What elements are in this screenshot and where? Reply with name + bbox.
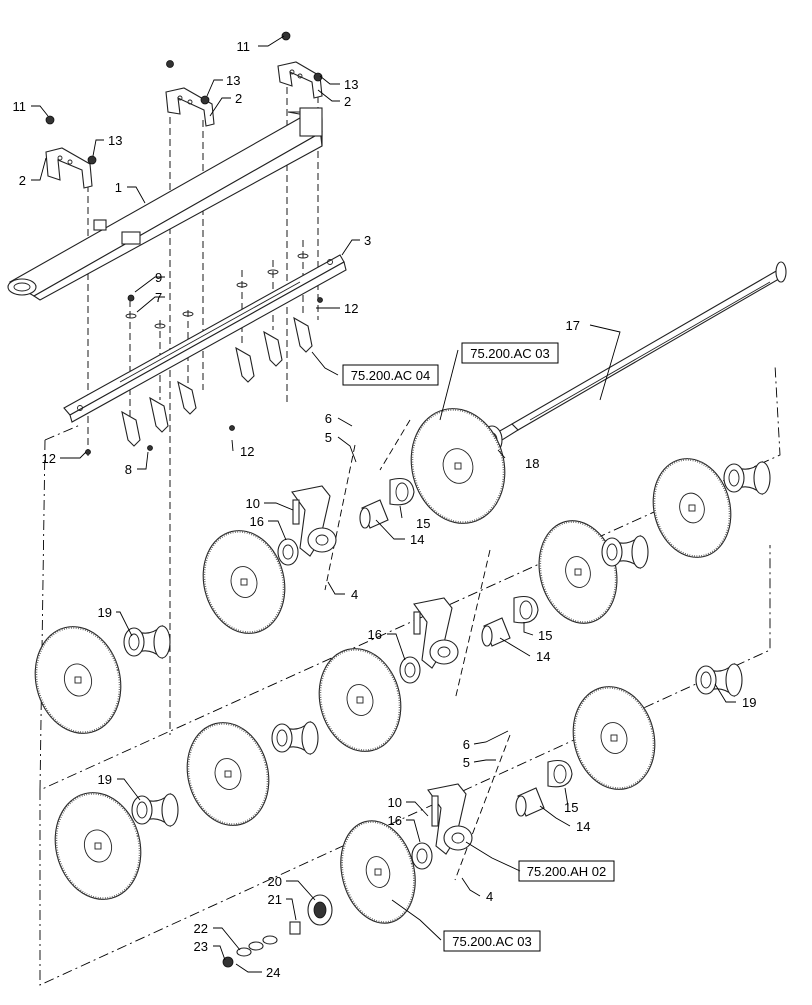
callout-21: 21 [268, 892, 282, 907]
spool [695, 662, 743, 698]
spool [723, 460, 771, 496]
u-bolt-bracket-left [45, 147, 93, 189]
spools [123, 460, 771, 828]
ref-ac03b-label: 75.200.AC 03 [452, 934, 532, 949]
toolbar-beam [7, 107, 323, 301]
callout-4a: 4 [351, 587, 358, 602]
callout-2c: 2 [344, 94, 351, 109]
disc-blades [34, 408, 732, 924]
callout-5a: 5 [325, 430, 332, 445]
callout-1: 1 [115, 180, 122, 195]
ref-ac03a-label: 75.200.AC 03 [470, 346, 550, 361]
callout-2a: 2 [19, 173, 26, 188]
callout-19b: 19 [742, 695, 756, 710]
callout-19a: 19 [98, 605, 112, 620]
u-bolt-bracket-right [277, 61, 323, 99]
scraper-arms [121, 316, 313, 447]
disc-blade [538, 520, 618, 624]
callout-13a: 13 [108, 133, 122, 148]
callout-5b: 5 [463, 755, 470, 770]
callout-12c: 12 [42, 451, 56, 466]
disc-blade [410, 408, 506, 524]
callout-24: 24 [266, 965, 280, 980]
callout-9: 9 [155, 270, 162, 285]
callout-10b: 10 [388, 795, 402, 810]
callout-2b: 2 [235, 91, 242, 106]
callout-16a: 16 [250, 514, 264, 529]
callout-labels: 11 11 13 13 13 2 2 2 1 3 9 7 12 12 12 8 … [13, 39, 757, 980]
ref-box-ac04: 75.200.AC 04 [342, 364, 439, 386]
bearing-hanger-3 [427, 783, 473, 855]
callout-18: 18 [525, 456, 539, 471]
leader-lines [31, 35, 736, 973]
axle-shaft [497, 261, 787, 441]
nuts [45, 31, 323, 165]
bearing-hanger-1 [291, 485, 337, 557]
callout-14a: 14 [410, 532, 424, 547]
spool [271, 720, 319, 756]
callout-11a: 11 [237, 39, 251, 54]
callout-20: 20 [268, 874, 282, 889]
bearing-hanger-2 [413, 597, 459, 669]
disc-blade [652, 458, 732, 558]
spool [123, 624, 171, 660]
spool [131, 792, 179, 828]
ref-ac04-label: 75.200.AC 04 [351, 368, 431, 383]
disc-blade [186, 722, 270, 826]
callout-23: 23 [194, 939, 208, 954]
ref-box-ac03b: 75.200.AC 03 [443, 930, 541, 952]
u-bolt-bracket-center [165, 87, 215, 127]
callout-12a: 12 [344, 301, 358, 316]
ref-box-ah02: 75.200.AH 02 [518, 860, 615, 882]
callout-16b: 16 [368, 627, 382, 642]
disc-blade [340, 820, 416, 924]
callout-13b: 13 [226, 73, 240, 88]
callout-14c: 14 [576, 819, 590, 834]
disc-blade [572, 686, 656, 790]
mounting-bar [63, 254, 347, 423]
ref-ah02-label: 75.200.AH 02 [527, 864, 607, 879]
callout-14b: 14 [536, 649, 550, 664]
callout-17: 17 [566, 318, 580, 333]
callout-12b: 12 [240, 444, 254, 459]
end-hardware [222, 894, 333, 968]
bar-hardware [85, 253, 323, 455]
disc-blade [34, 626, 122, 734]
callout-16c: 16 [388, 813, 402, 828]
disc-blade [54, 792, 142, 900]
callout-15b: 15 [538, 628, 552, 643]
callout-10a: 10 [246, 496, 260, 511]
spool [601, 534, 649, 570]
callout-8: 8 [125, 462, 132, 477]
callout-6a: 6 [325, 411, 332, 426]
callout-3: 3 [364, 233, 371, 248]
spacer-tubes [359, 499, 545, 817]
callout-13c: 13 [344, 77, 358, 92]
disc-blade [318, 648, 402, 752]
callout-11b: 11 [13, 99, 27, 114]
callout-7: 7 [155, 290, 162, 305]
callout-19c: 19 [98, 772, 112, 787]
ref-box-ac03a: 75.200.AC 03 [461, 342, 559, 364]
callout-4b: 4 [486, 889, 493, 904]
callout-6b: 6 [463, 737, 470, 752]
bearing-caps [389, 477, 573, 788]
disc-blade [202, 530, 286, 634]
callout-15c: 15 [564, 800, 578, 815]
callout-22: 22 [194, 921, 208, 936]
bearings [277, 538, 433, 870]
callout-15a: 15 [416, 516, 430, 531]
